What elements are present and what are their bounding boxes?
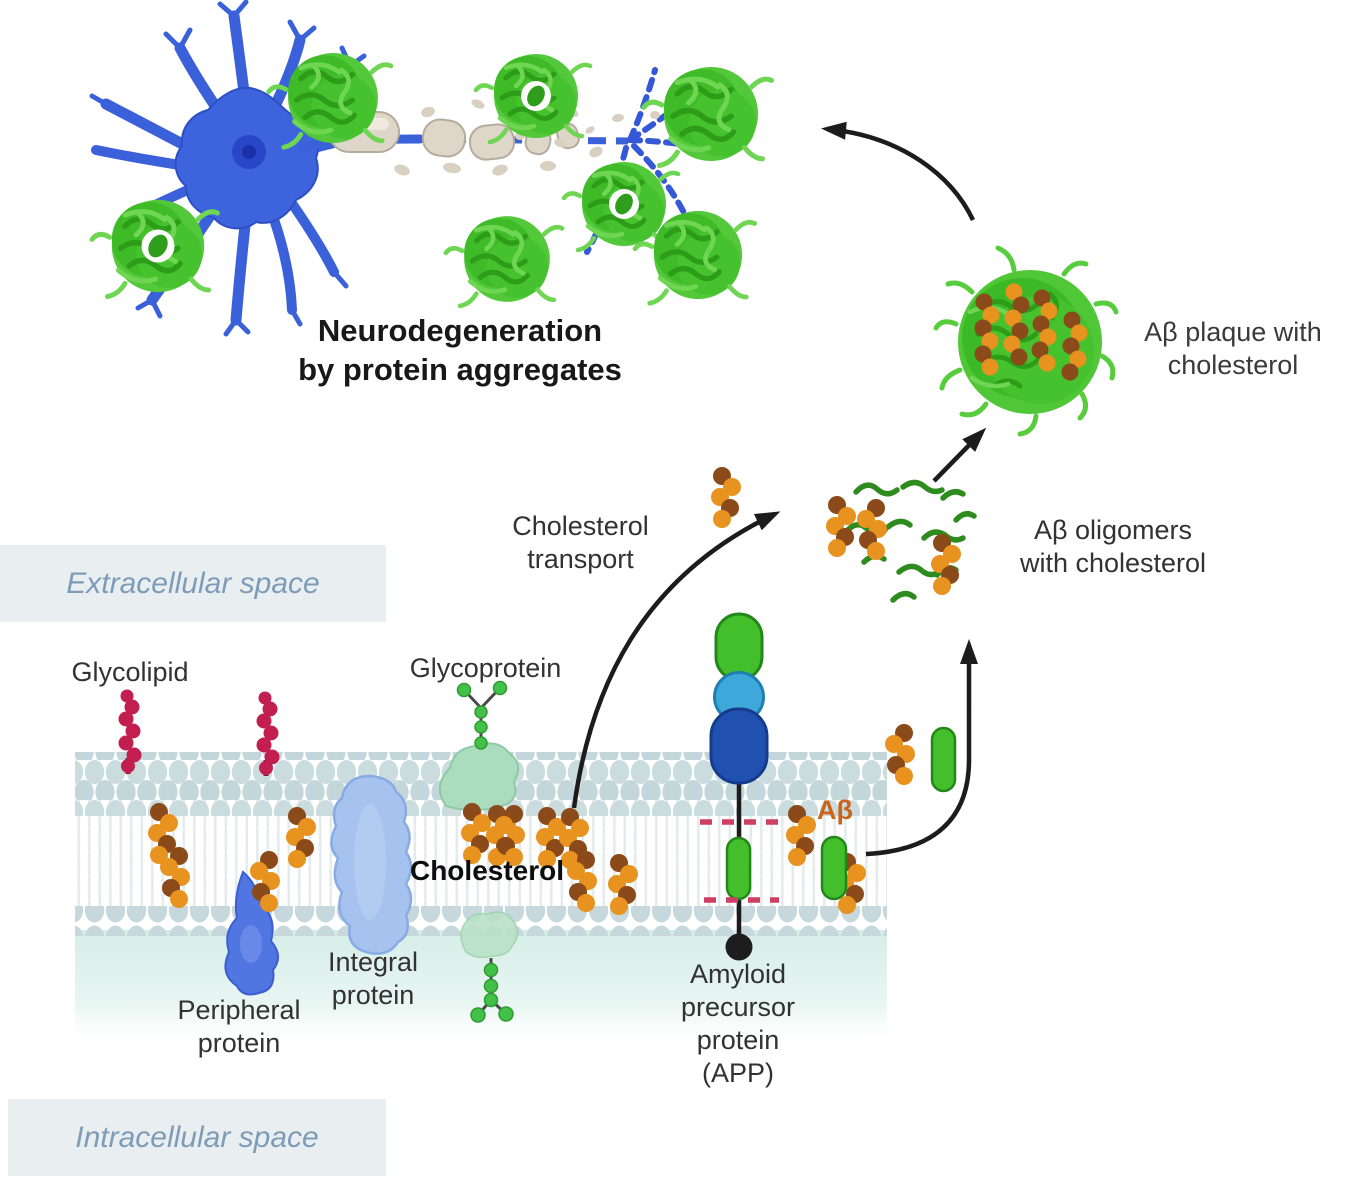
glycoprotein-inner [460,911,519,1023]
app-label: Amyloid precursor protein (APP) [680,959,796,1088]
arrows [571,121,987,857]
intracellular-space-label: Intracellular space [8,1099,386,1176]
plaque-to-neuron-arrow [821,121,976,221]
integral-protein [330,774,413,955]
app-ectodomain-green [714,612,764,682]
glycolipid-label: Glycolipid [71,657,189,687]
cholesterol-transport-arrow [571,511,781,809]
app-domain-darkblue [709,707,769,785]
app-intracellular-domain [725,933,753,961]
plaque-cholesterol-dots [974,283,1088,381]
abeta-plaque-with-cholesterol [933,245,1119,437]
neuron-nucleolus [242,145,256,159]
cholesterol-label: Cholesterol [409,855,565,886]
extracellular-space-label: Extracellular space [0,545,386,622]
peripheral-protein [224,870,279,996]
glycoprotein-outer [439,680,520,811]
plaque-label: Aβ plaque with cholesterol [1144,317,1322,380]
abeta-oligomers [711,467,977,603]
peripheral-protein-label: Peripheral protein [177,995,301,1058]
abeta-label: Aβ [817,795,853,825]
abeta-peptides [820,724,957,901]
abeta-segment [725,836,752,901]
oligomer-to-plaque-arrow [932,427,987,483]
glycoprotein-label: Glycoprotein [409,653,562,683]
figure-title: Neurodegeneration by protein aggregates [298,313,622,387]
integral-protein-label: Integral protein [327,947,419,1010]
membrane-to-oligomer-arrow [865,639,978,857]
oligomers-label: Aβ oligomers with cholesterol [1019,515,1207,578]
amyloid-precursor-protein [700,612,779,961]
cholesterol-transport-label: Cholesterol transport [512,511,649,574]
